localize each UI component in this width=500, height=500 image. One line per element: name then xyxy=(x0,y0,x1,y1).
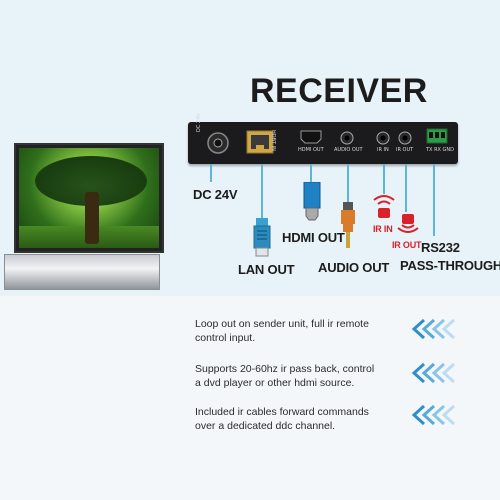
lan-connector-line xyxy=(261,164,263,222)
ir-out-jack-icon xyxy=(398,131,412,145)
receiver-device: DC 24V HDBT IN HDMI OUT AUDIO OUT IR IN xyxy=(188,113,458,164)
tv-illustration xyxy=(14,143,164,253)
tv-stand xyxy=(4,254,160,290)
dc-port-label: DC 24V xyxy=(196,113,202,132)
ir-out-emitter-icon xyxy=(397,214,419,233)
feature-3-line-2: over a dedicated ddc channel. xyxy=(195,420,336,432)
dc-jack-icon xyxy=(207,132,229,154)
ir-out-port-label: IR OUT xyxy=(396,147,414,153)
lan-cable-icon xyxy=(253,218,271,257)
audio-jack-icon xyxy=(340,131,354,145)
feature-2-line-2: a dvd player or other hdmi source. xyxy=(195,377,355,389)
feature-3-line-1: Included ir cables forward commands xyxy=(195,406,369,418)
dc-label: DC 24V xyxy=(193,187,238,202)
rs232-port-label: TX RX GND xyxy=(426,147,455,153)
hdmi-port-label: HDMI OUT xyxy=(298,147,324,153)
rs232-connector-line xyxy=(433,164,435,236)
dc-connector-line xyxy=(210,164,212,182)
tv-frame xyxy=(14,143,164,253)
page-title: RECEIVER xyxy=(250,72,428,110)
feature-1-line-1: Loop out on sender unit, full ir remote xyxy=(195,318,369,330)
ir-in-sensor-icon xyxy=(373,195,395,218)
ir-in-jack-icon xyxy=(376,131,390,145)
ir-in-port-label: IR IN xyxy=(377,147,389,153)
tv-screen-tree-trunk xyxy=(85,192,99,244)
pass-through-label: PASS-THROUGH xyxy=(400,258,500,273)
hdbt-port-label: HDBT IN xyxy=(270,130,276,151)
hdmi-port-icon xyxy=(300,130,322,144)
audio-port-label: AUDIO OUT xyxy=(334,147,363,153)
chevron-left-icon xyxy=(411,404,456,426)
lan-out-label: LAN OUT xyxy=(238,262,295,277)
ir-in-connector-line xyxy=(383,164,385,194)
hdmi-out-label: HDMI OUT xyxy=(282,230,345,245)
hdmi-connector-line xyxy=(310,164,312,184)
ir-in-label: IR IN xyxy=(373,224,393,234)
audio-connector-line xyxy=(347,164,349,204)
hdmi-cable-icon xyxy=(303,182,321,221)
ir-out-connector-line xyxy=(405,164,407,212)
lan-port-icon xyxy=(246,130,274,154)
rs232-terminal-icon xyxy=(426,128,448,144)
feature-item-2: Supports 20-60hz ir pass back, control a… xyxy=(195,362,374,390)
chevron-left-icon xyxy=(411,362,456,384)
rs232-label: RS232 xyxy=(421,240,460,255)
chevron-left-icon xyxy=(411,318,456,340)
feature-item-1: Loop out on sender unit, full ir remote … xyxy=(195,317,369,345)
feature-1-line-2: control input. xyxy=(195,332,256,344)
feature-item-3: Included ir cables forward commands over… xyxy=(195,405,369,433)
ir-out-label: IR OUT xyxy=(392,240,422,250)
audio-out-label: AUDIO OUT xyxy=(318,260,390,275)
feature-2-line-1: Supports 20-60hz ir pass back, control xyxy=(195,363,375,375)
audio-cable-icon xyxy=(341,202,355,248)
tv-screen xyxy=(19,148,159,248)
